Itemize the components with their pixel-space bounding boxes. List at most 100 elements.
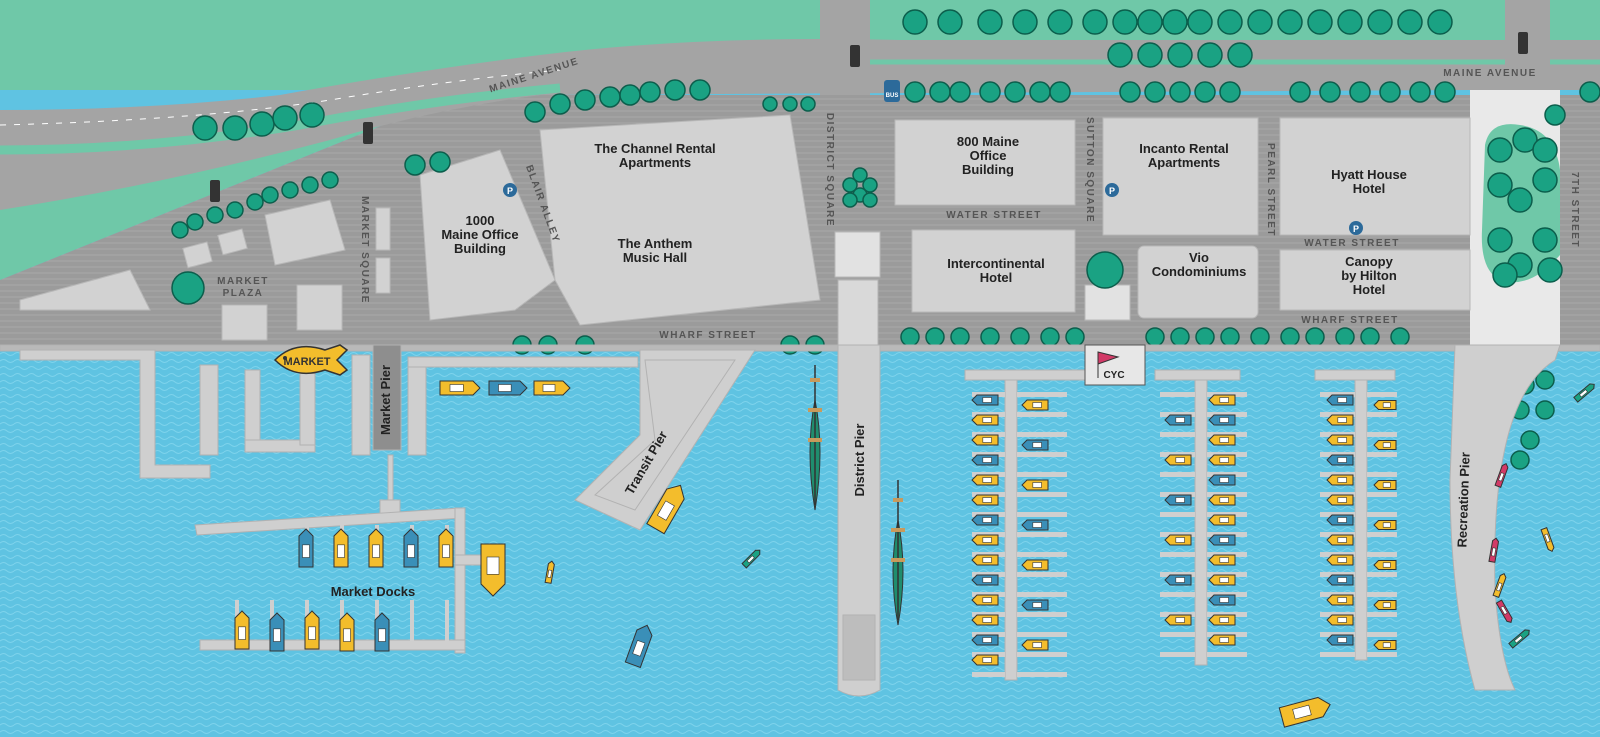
boat-icon [1326, 454, 1354, 466]
street-label-water-street: WATER STREET [1304, 238, 1400, 249]
tree-icon [261, 186, 279, 204]
tree-icon [299, 102, 325, 128]
tree-icon [950, 327, 970, 347]
boat-icon [1208, 494, 1236, 506]
boat-icon [971, 474, 999, 486]
tree-icon [574, 89, 596, 111]
dock-finger [1017, 452, 1067, 457]
tree-icon [782, 96, 798, 112]
tree-icon [980, 327, 1000, 347]
boat-icon [480, 543, 506, 597]
district-pier [837, 344, 881, 697]
tree-icon [902, 9, 928, 35]
tree-icon [842, 192, 858, 208]
boat-icon [741, 549, 761, 569]
dock-finger [1207, 652, 1247, 657]
boat-icon [1208, 474, 1236, 486]
dock-finger [1017, 672, 1067, 677]
trees [171, 9, 1600, 470]
boat-icon [1326, 514, 1354, 526]
district-road [820, 0, 870, 95]
tree-icon [1010, 327, 1030, 347]
tree-icon [1510, 450, 1530, 470]
parking-icon [503, 183, 517, 197]
tree-icon [1137, 42, 1163, 68]
street-label-market-square: MARKET SQUARE [359, 196, 370, 304]
boat-icon [1373, 440, 1397, 450]
boat-icon [971, 514, 999, 526]
label-incanto: Apartments [1148, 155, 1220, 170]
label-1000-maine: Maine Office [441, 227, 518, 242]
boat-icon [1164, 574, 1192, 586]
tree-icon [1012, 9, 1038, 35]
street-label-sutton-square: SUTTON SQUARE [1084, 117, 1095, 223]
boat-icon [1021, 399, 1049, 411]
market-pier [372, 344, 402, 451]
tree-icon [226, 201, 244, 219]
label-vio: Vio [1189, 250, 1209, 265]
boat-icon [1164, 494, 1192, 506]
tree-icon [1535, 400, 1555, 420]
tree-icon [1280, 327, 1300, 347]
tree-icon [979, 81, 1001, 103]
tree-icon [1307, 9, 1333, 35]
cyc-text: CYC [1103, 370, 1124, 381]
tree-icon [1047, 9, 1073, 35]
boat-icon [1021, 519, 1049, 531]
tree-icon [524, 101, 546, 123]
dock-finger [1017, 392, 1067, 397]
label-1000-maine: Building [454, 241, 506, 256]
tree-icon [1390, 327, 1410, 347]
traffic-light-icon [210, 180, 220, 202]
tree-icon [1227, 42, 1253, 68]
tree-icon [619, 84, 641, 106]
boat-icon [971, 614, 999, 626]
svg-text:P: P [1353, 224, 1359, 234]
boat-icon [1492, 573, 1507, 598]
boat-icon [1208, 554, 1236, 566]
dock-finger [1367, 392, 1397, 397]
tree-icon [171, 221, 189, 239]
boat-icon [1373, 400, 1397, 410]
boat-icon [1164, 454, 1192, 466]
street-label-wharf-street: WHARF STREET [659, 330, 756, 341]
tree-icon [249, 111, 275, 137]
tree-icon [1187, 9, 1213, 35]
label-district-pier: District Pier [852, 424, 867, 497]
tree-icon [689, 79, 711, 101]
dock-finger [1017, 612, 1067, 617]
maine-avenue-road [0, 39, 1600, 210]
traffic-light-icon [850, 45, 860, 67]
label-channel-rental: The Channel Rental [594, 141, 715, 156]
tree-icon [929, 81, 951, 103]
dock-finger [1367, 532, 1397, 537]
dock-finger [1367, 552, 1397, 557]
dock-finger [1017, 512, 1067, 517]
tree-icon [1319, 81, 1341, 103]
boat-icon [971, 574, 999, 586]
dock-finger [1160, 632, 1195, 637]
boat-icon [1326, 434, 1354, 446]
boat-icon [1495, 599, 1513, 624]
svg-text:P: P [507, 186, 513, 196]
dock-finger [1367, 572, 1397, 577]
label-canopy: Hotel [1353, 282, 1386, 297]
tree-icon [1220, 327, 1240, 347]
tree-icon [1532, 137, 1558, 163]
tree-icon [1082, 9, 1108, 35]
boat-icon [1373, 640, 1397, 650]
tree-icon [1112, 9, 1138, 35]
dock-finger [1160, 592, 1195, 597]
label-incanto: Incanto Rental [1139, 141, 1229, 156]
dock-finger [1367, 472, 1397, 477]
tree-icon [1169, 81, 1191, 103]
boat-icon [1021, 559, 1049, 571]
tree-icon [1004, 81, 1026, 103]
tree-icon [1162, 9, 1188, 35]
dock-finger [1160, 552, 1195, 557]
tree-icon [1507, 187, 1533, 213]
fish-market-text: MARKET [283, 356, 330, 368]
tree-icon [1487, 227, 1513, 253]
